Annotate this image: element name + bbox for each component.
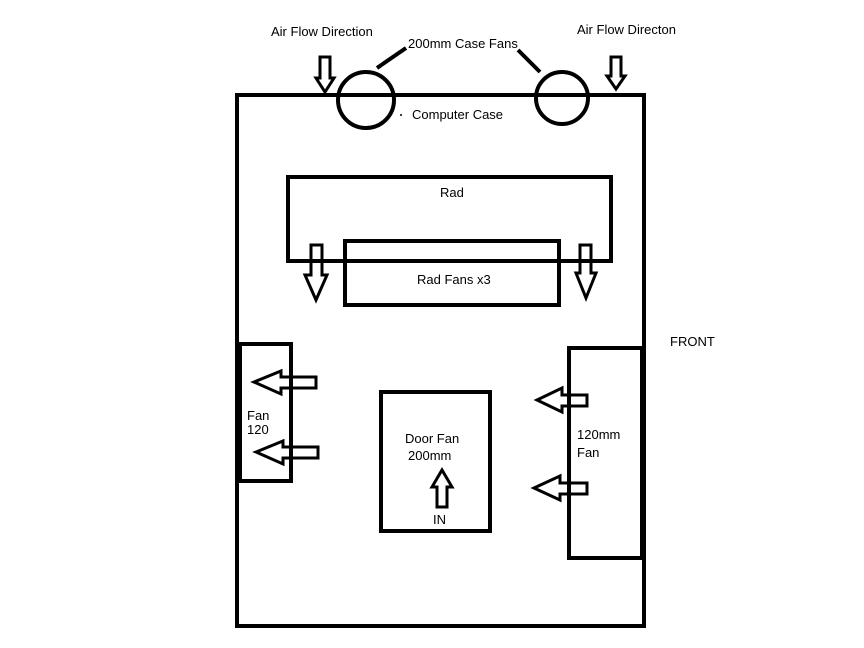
computer-case-outline	[235, 93, 646, 628]
case-fans-leader-left	[375, 46, 408, 70]
air-flow-arrow-left	[313, 55, 337, 95]
door-fan-in-label: IN	[433, 512, 446, 527]
rear-fan-arrow-top	[250, 368, 318, 397]
front-fan-label-line2: Fan	[577, 445, 599, 460]
rear-fan-label-line1: Fan	[247, 408, 269, 423]
air-flow-arrow-right	[604, 55, 628, 92]
case-fans-leader-right	[516, 48, 542, 74]
top-case-fan-right	[534, 70, 590, 126]
computer-case-label: Computer Case	[412, 107, 503, 122]
front-fan-120mm-box	[567, 346, 644, 560]
rear-fan-arrow-bottom	[252, 438, 320, 467]
front-fan-arrow-top	[533, 385, 589, 415]
front-fan-label-line1: 120mm	[577, 427, 620, 442]
rad-label: Rad	[440, 185, 464, 200]
door-fan-label-line2: 200mm	[408, 448, 451, 463]
radiator-box	[286, 175, 613, 263]
rad-fans-box	[343, 239, 561, 307]
rad-arrow-left	[302, 243, 330, 304]
rad-arrow-right	[573, 243, 599, 303]
stray-dot	[400, 114, 402, 116]
door-fan-label-line1: Door Fan	[405, 431, 459, 446]
door-fan-arrow-up	[429, 467, 455, 509]
rear-fan-120-box	[238, 342, 293, 483]
front-fan-arrow-bottom	[530, 473, 589, 503]
rad-fans-label: Rad Fans x3	[417, 272, 491, 287]
door-fan-box	[379, 390, 492, 533]
air-flow-label-left: Air Flow Direction	[271, 24, 373, 39]
front-label: FRONT	[670, 334, 715, 349]
air-flow-label-right: Air Flow Directon	[577, 22, 676, 37]
case-fans-label: 200mm Case Fans	[408, 36, 518, 51]
top-case-fan-left	[336, 70, 396, 130]
rear-fan-label-line2: 120	[247, 422, 269, 437]
